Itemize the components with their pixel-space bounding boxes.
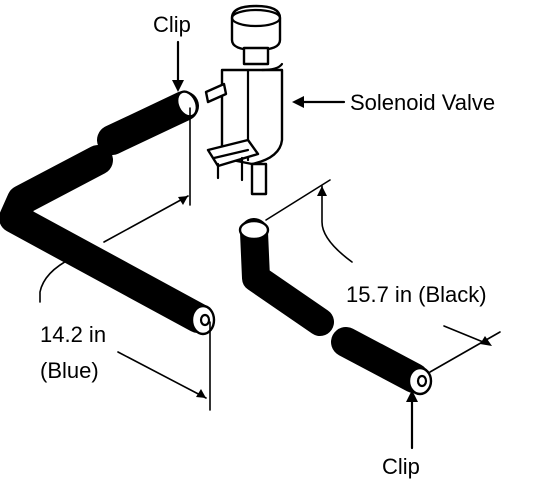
arrow-icon (292, 96, 304, 108)
blue-hose-length-label: 14.2 in (40, 322, 106, 347)
arrow-icon (172, 80, 184, 92)
arrow-icon (406, 390, 418, 402)
blue-hose-color-label: (Blue) (40, 358, 99, 383)
solenoid-valve (204, 4, 284, 196)
black-hose (238, 218, 433, 396)
clip-label-top: Clip (153, 12, 191, 37)
clip-label-bottom: Clip (382, 454, 420, 479)
leader-arrows (172, 40, 418, 450)
dimension-lines (39, 107, 501, 411)
solenoid-valve-label: Solenoid Valve (350, 90, 495, 115)
blue-hose (0, 90, 216, 336)
black-hose-length-label: 15.7 in (Black) (346, 282, 487, 307)
